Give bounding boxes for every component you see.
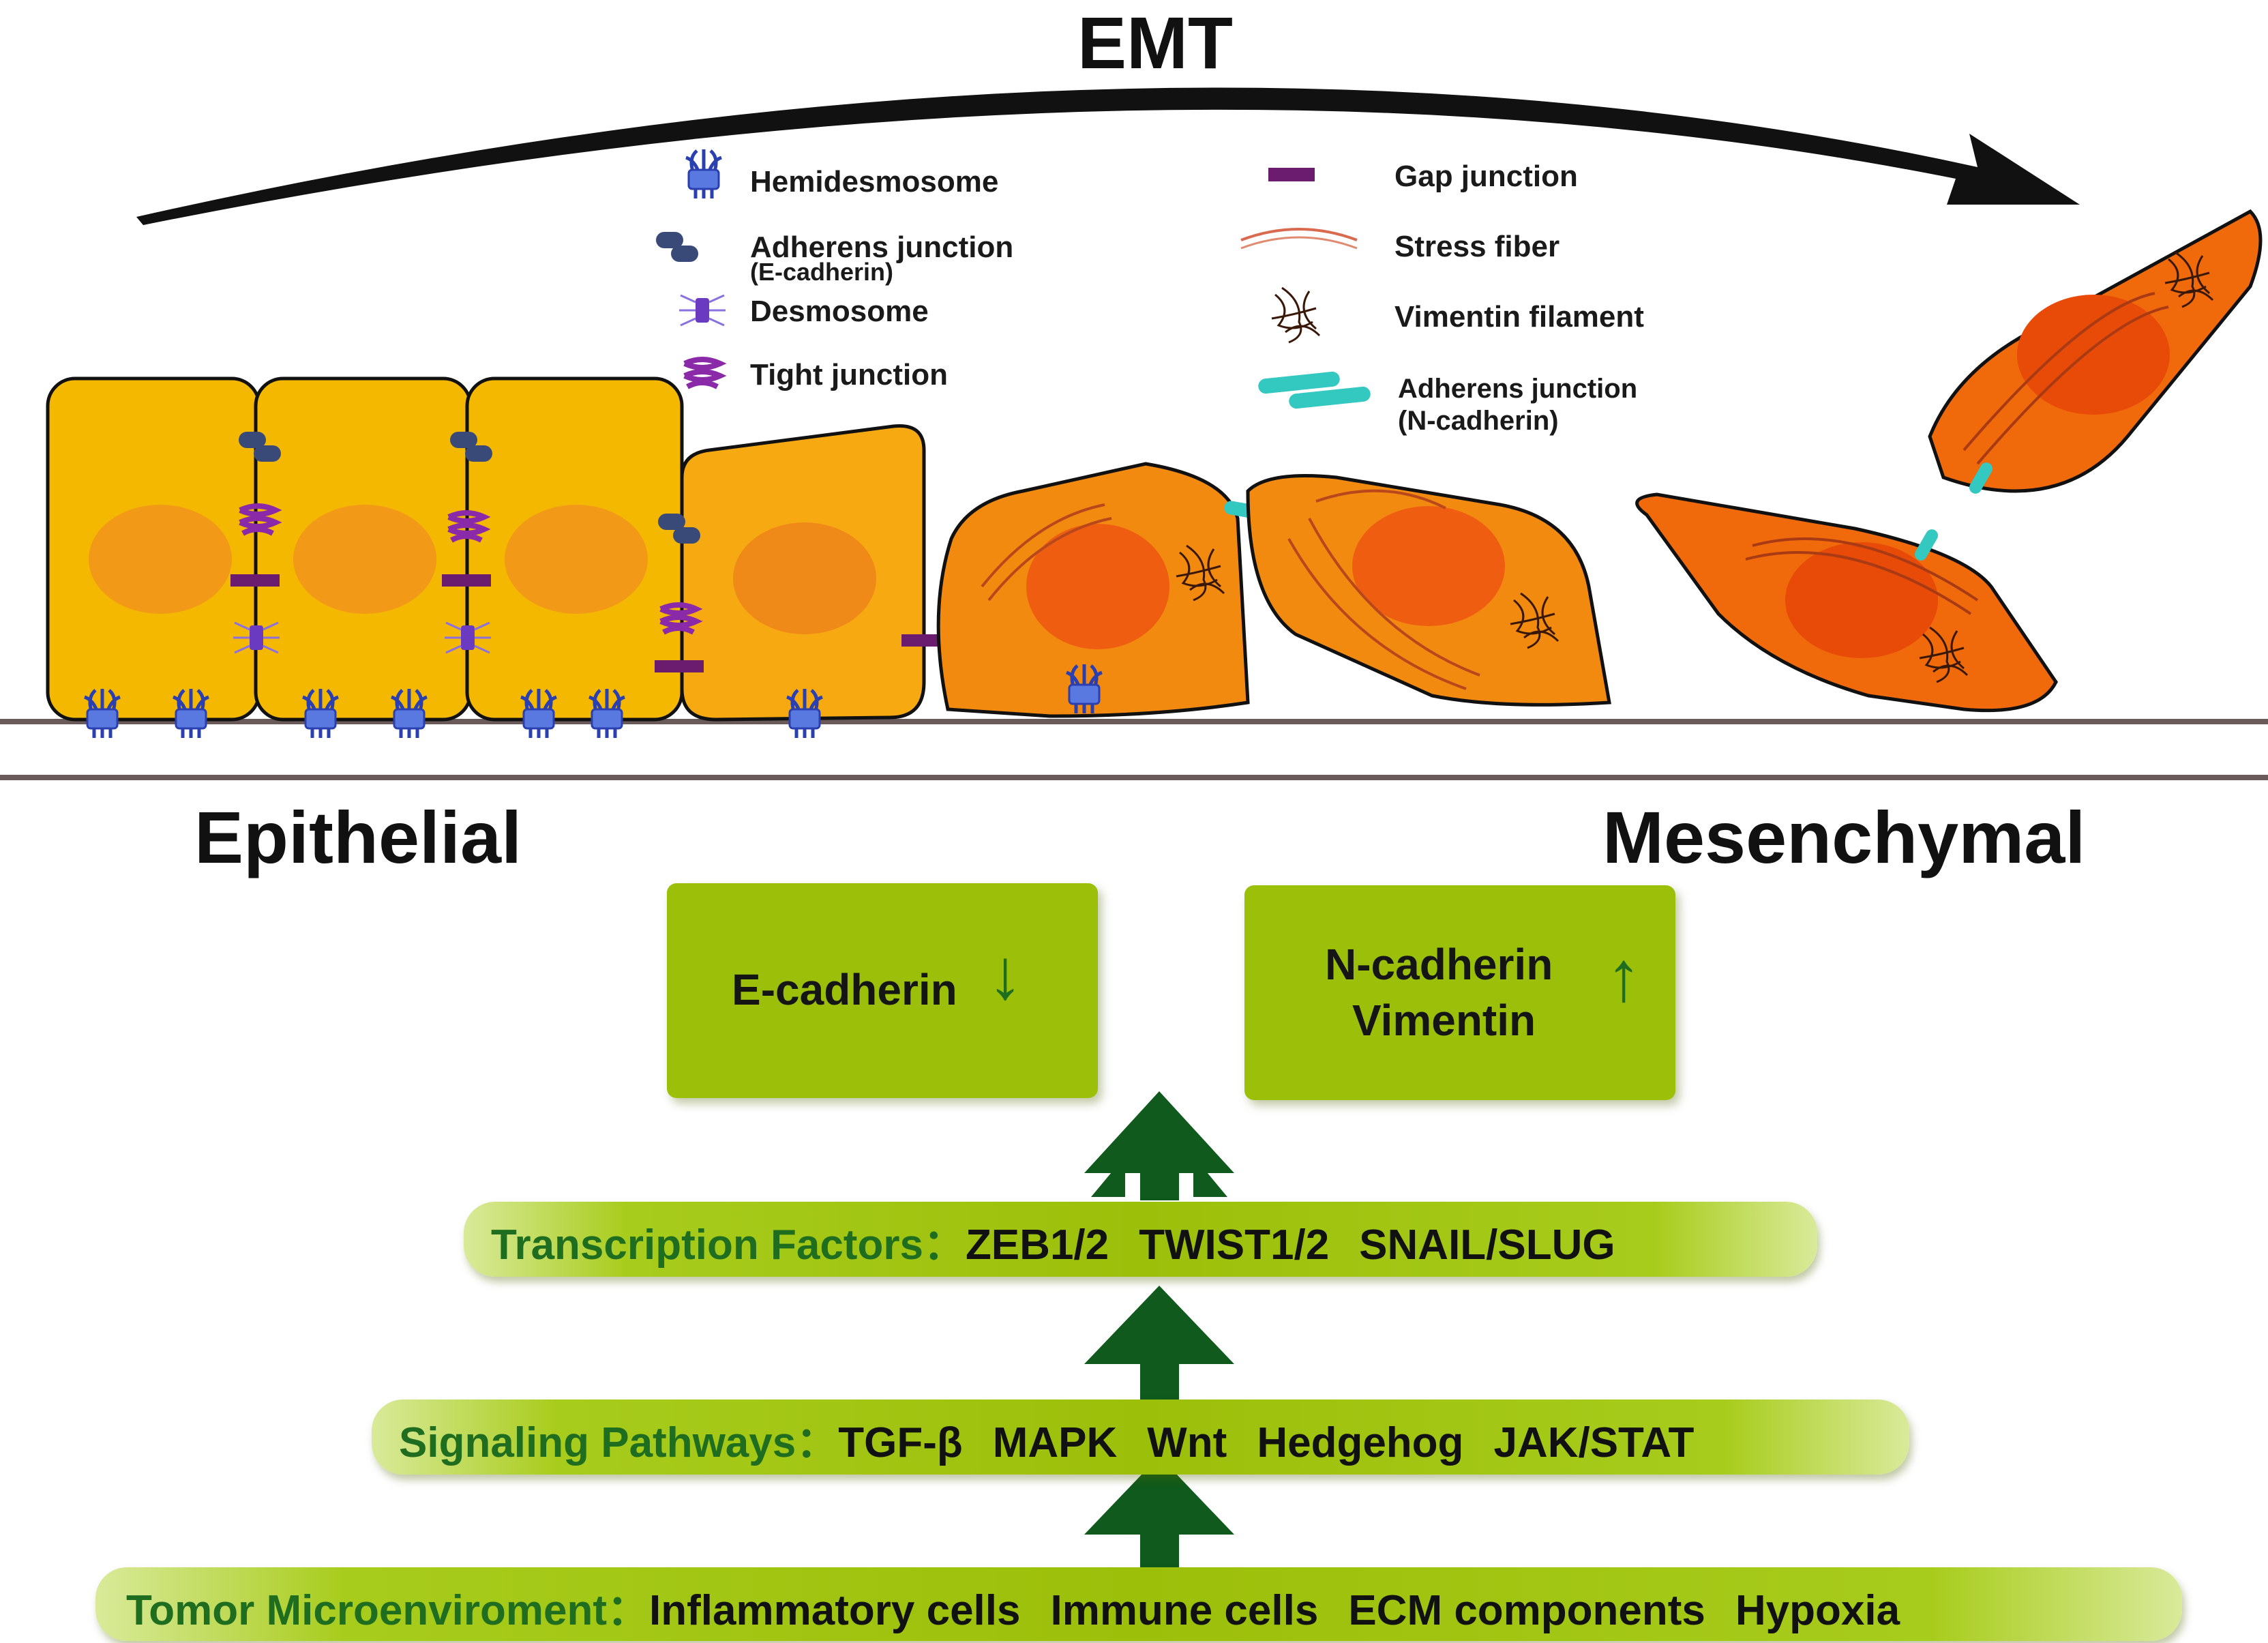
- emt-title: EMT: [1077, 1, 1233, 84]
- vimentin-label: Vimentin: [1352, 996, 1536, 1045]
- legend-adherens-n: Adherens junction: [1398, 374, 1638, 404]
- e-cadherin-label: E-cadherin: [732, 965, 957, 1014]
- transcription-factors-lead: Transcription Factors：: [491, 1222, 966, 1269]
- sp-item: JAK/STAT: [1493, 1419, 1695, 1466]
- legend-vimentin-filament: Vimentin filament: [1394, 300, 1644, 334]
- tme-item: Inflammatory cells: [649, 1587, 1021, 1634]
- legend-gap-junction: Gap junction: [1394, 160, 1578, 193]
- tme-item: Hypoxia: [1735, 1587, 1900, 1634]
- mesenchymal-cell: [1246, 474, 1611, 707]
- n-cadherin-label: N-cadherin: [1325, 940, 1553, 989]
- sp-item: MAPK: [992, 1419, 1118, 1466]
- sp-item: Hedgehog: [1257, 1419, 1464, 1466]
- e-cadherin-box: E-cadherin ↓: [667, 883, 1098, 1098]
- transcription-factors-row: Transcription Factors：ZEB1/2 TWIST1/2 SNAI…: [491, 1210, 1645, 1271]
- n-cadherin-vimentin-box: N-cadherin Vimentin ↑: [1244, 885, 1675, 1100]
- mesenchymal-cell: [1635, 492, 2058, 713]
- mesenchymal-cell: [1928, 209, 2263, 493]
- epithelial-label: Epithelial: [194, 796, 522, 878]
- signaling-pathways-row: Signaling Pathways：TGF-β MAPK Wnt Hedgehog J…: [399, 1408, 1724, 1469]
- tf-item: ZEB1/2: [965, 1222, 1109, 1269]
- legend-desmosome: Desmosome: [750, 295, 929, 328]
- tumor-microenvironment-pill: Tomor Microenviroment：Inflammatory cells…: [95, 1567, 2182, 1641]
- sp-item: Wnt: [1147, 1419, 1227, 1466]
- tumor-microenvironment-lead: Tomor Microenviroment：: [126, 1587, 650, 1634]
- tf-item: TWIST1/2: [1139, 1222, 1330, 1269]
- legend-tight-junction: Tight junction: [750, 358, 949, 391]
- epithelial-cell: [46, 376, 261, 722]
- down-arrow-icon: ↓: [987, 935, 1023, 1014]
- legend-adherens-n-sub: (N-cadherin): [1398, 406, 1559, 436]
- legend-stress-fiber: Stress fiber: [1394, 230, 1560, 263]
- mesenchymal-label: Mesenchymal: [1602, 796, 2086, 878]
- up-arrow-icon: ↑: [1606, 937, 1641, 1016]
- epithelial-cell: [465, 376, 684, 722]
- transcription-factors-pill: Transcription Factors：ZEB1/2 TWIST1/2 SNAI…: [464, 1202, 1817, 1277]
- epithelial-cell: [254, 376, 473, 722]
- tf-item: SNAIL/SLUG: [1359, 1222, 1615, 1269]
- legend-hemidesmosome: Hemidesmosome: [750, 165, 999, 198]
- signaling-pathways-pill: Signaling Pathways：TGF-β MAPK Wnt Hedgehog J…: [372, 1400, 1909, 1475]
- tme-item: Immune cells: [1050, 1587, 1319, 1634]
- sp-item: TGF-β: [838, 1419, 963, 1466]
- tumor-microenvironment-row: Tomor Microenviroment：Inflammatory cells…: [126, 1575, 1930, 1637]
- signaling-pathways-lead: Signaling Pathways：: [399, 1419, 839, 1466]
- tme-item: ECM components: [1348, 1587, 1705, 1634]
- legend-adherens-e-sub: (E-cadherin): [750, 258, 894, 286]
- mesenchymal-cell: [936, 462, 1250, 718]
- transitional-cell: [680, 424, 926, 722]
- legend-adherens-e: Adherens junction: [750, 231, 1014, 264]
